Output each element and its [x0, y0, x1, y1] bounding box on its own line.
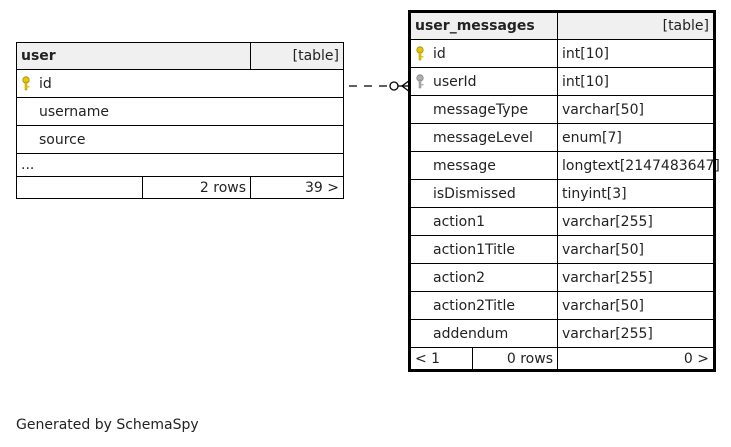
column-row[interactable]: id int[10]: [410, 39, 714, 68]
column-type: int[10]: [562, 45, 609, 62]
column-name: username: [39, 103, 109, 120]
table-footer: < 1 0 rows 0 >: [410, 347, 714, 370]
table-name[interactable]: user: [21, 48, 56, 64]
column-name: id: [433, 45, 446, 62]
column-type: varchar[255]: [562, 325, 653, 342]
column-row[interactable]: action1Title varchar[50]: [410, 235, 714, 264]
column-row[interactable]: addendum varchar[255]: [410, 319, 714, 348]
generated-by-label: Generated by SchemaSpy: [16, 417, 199, 433]
column-row[interactable]: source: [15, 125, 345, 154]
column-type: enum[7]: [562, 129, 622, 146]
column-name: action1: [433, 213, 486, 230]
column-name: id: [39, 75, 52, 92]
table-name[interactable]: user_messages: [415, 18, 535, 34]
footer-parents[interactable]: < 1: [415, 350, 441, 367]
row-count: 2 rows: [199, 179, 247, 196]
row-count: 0 rows: [506, 350, 553, 367]
column-row[interactable]: id: [15, 69, 345, 98]
table-type: [table]: [662, 18, 709, 34]
column-name: action2: [433, 269, 486, 286]
footer-children[interactable]: 39 >: [305, 179, 340, 196]
ellipsis: ...: [21, 157, 35, 173]
column-type: tinyint[3]: [562, 185, 627, 202]
column-name: isDismissed: [433, 185, 516, 202]
column-type: longtext[2147483647]: [562, 157, 720, 174]
column-type: varchar[255]: [562, 213, 653, 230]
primary-key-icon: [415, 45, 433, 62]
column-name: action1Title: [433, 241, 516, 258]
column-type: varchar[50]: [562, 101, 644, 118]
column-name: userId: [433, 73, 477, 90]
footer-children[interactable]: 0 >: [683, 350, 709, 367]
column-row[interactable]: action2Title varchar[50]: [410, 291, 714, 320]
user-table-header[interactable]: user [table]: [15, 42, 345, 70]
column-name: message: [433, 157, 496, 174]
column-type: varchar[50]: [562, 297, 644, 314]
column-row[interactable]: message longtext[2147483647]: [410, 151, 720, 180]
column-row[interactable]: action2 varchar[255]: [410, 263, 714, 292]
column-name: messageType: [433, 101, 529, 118]
column-type: varchar[255]: [562, 269, 653, 286]
column-row[interactable]: userId int[10]: [410, 67, 714, 96]
column-name: addendum: [433, 325, 509, 342]
foreign-key-icon: [415, 73, 433, 90]
column-row[interactable]: action1 varchar[255]: [410, 207, 714, 236]
column-row[interactable]: messageLevel enum[7]: [410, 123, 714, 152]
column-name: messageLevel: [433, 129, 533, 146]
table-type: [table]: [292, 48, 340, 64]
column-row[interactable]: username: [15, 97, 345, 126]
table-footer: 2 rows 39 >: [16, 176, 345, 199]
column-type: int[10]: [562, 73, 609, 90]
column-name: action2Title: [433, 297, 516, 314]
column-row[interactable]: isDismissed tinyint[3]: [410, 179, 714, 208]
user-messages-table-header[interactable]: user_messages [table]: [410, 12, 714, 40]
column-type: varchar[50]: [562, 241, 644, 258]
column-row[interactable]: messageType varchar[50]: [410, 95, 714, 124]
user-messages-table[interactable]: user_messages [table] id int[10] userId int…: [408, 10, 720, 372]
user-table[interactable]: user [table] id username source ... 2 ro…: [15, 42, 345, 199]
primary-key-icon: [21, 75, 39, 92]
more-columns-row[interactable]: ...: [15, 153, 345, 177]
column-name: source: [39, 131, 86, 148]
